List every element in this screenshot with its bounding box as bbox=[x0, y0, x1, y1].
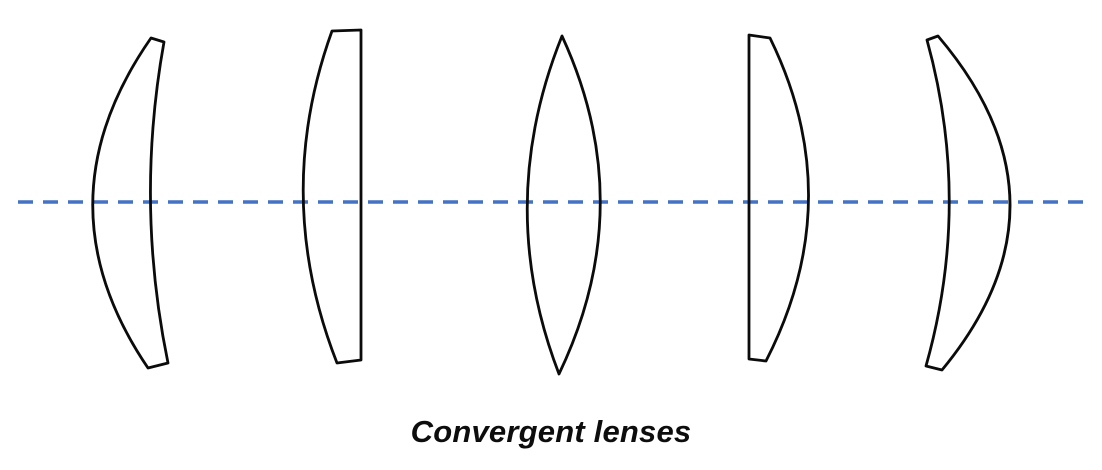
lens-convex-plano-icon bbox=[747, 33, 810, 363]
lens-plano-convex-icon bbox=[301, 28, 363, 365]
lens-biconvex-icon bbox=[525, 34, 602, 376]
lens-converging-meniscus-right-icon bbox=[924, 34, 1012, 372]
figure-caption: Convergent lenses bbox=[410, 414, 692, 449]
lens-converging-meniscus-left-icon bbox=[91, 36, 170, 370]
